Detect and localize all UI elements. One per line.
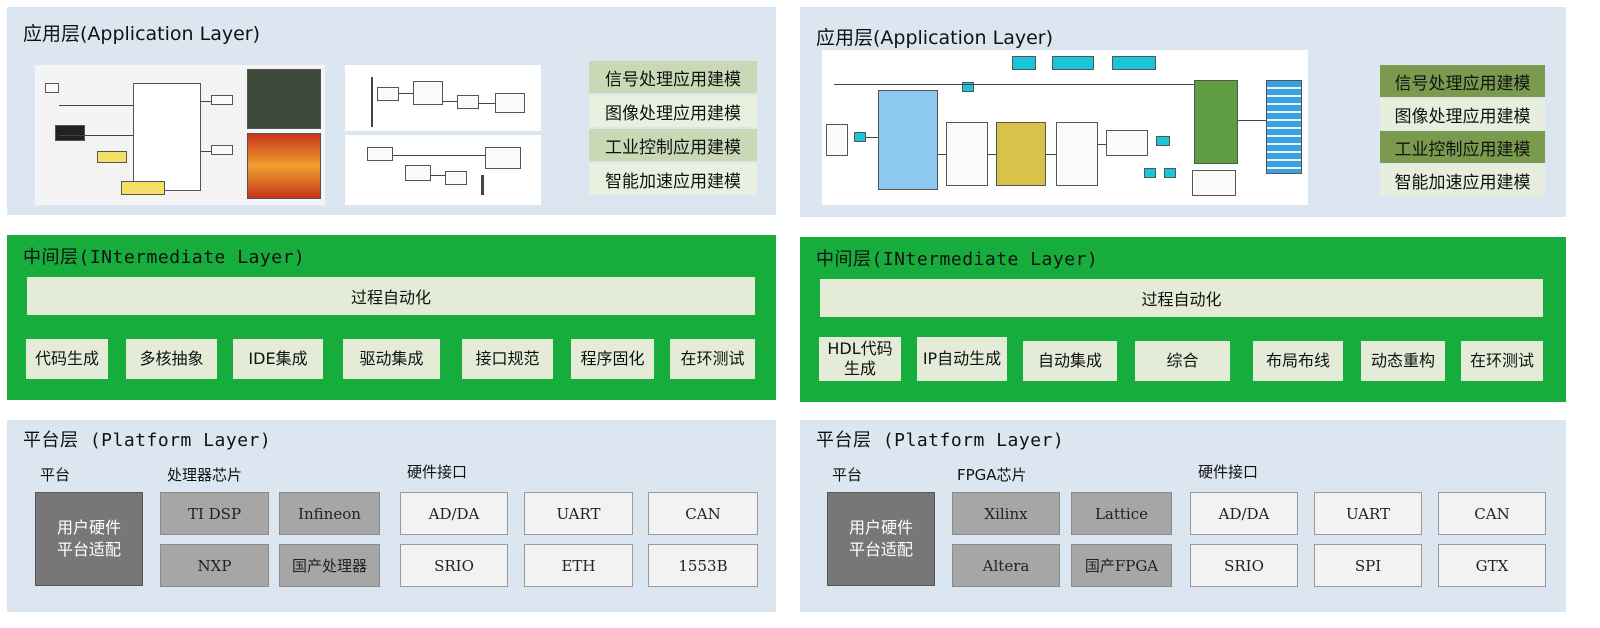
right-app-item-signal: 信号处理应用建模: [1380, 65, 1545, 97]
right-user-hardware-adapter: 用户硬件平台适配: [827, 492, 935, 586]
left-app-item-signal: 信号处理应用建模: [589, 61, 757, 93]
left-user-hardware-adapter: 用户硬件平台适配: [35, 492, 143, 586]
left-app-item-image: 图像处理应用建模: [589, 95, 757, 127]
right-iface-uart: UART: [1314, 492, 1422, 535]
left-tool-codegen: 代码生成: [26, 339, 108, 379]
right-plat-title: 平台层 (Platform Layer): [816, 430, 1065, 451]
right-tool-auto-integration: 自动集成: [1023, 341, 1117, 381]
left-intermediate-layer: 中间层(INtermediate Layer) 过程自动化 代码生成 多核抽象 …: [7, 235, 776, 400]
left-tool-firmware: 程序固化: [571, 339, 654, 379]
left-chip-ti-dsp: TI DSP: [160, 492, 269, 535]
left-tool-ide: IDE集成: [233, 339, 323, 379]
left-simulink-screenshot-bottom: [345, 135, 541, 205]
left-label-platform: 平台: [40, 466, 71, 484]
right-tool-ip-autogen: IP自动生成: [917, 337, 1007, 381]
right-iface-srio: SRIO: [1190, 544, 1298, 587]
right-app-title: 应用层(Application Layer): [816, 27, 1053, 49]
right-tool-dynamic-reconfig: 动态重构: [1361, 341, 1445, 381]
left-iface-1553b: 1553B: [648, 544, 758, 587]
left-plat-title: 平台层 (Platform Layer): [23, 430, 272, 451]
left-chip-infineon: Infineon: [279, 492, 380, 535]
left-process-automation-bar: 过程自动化: [27, 277, 755, 315]
left-iface-adda: AD/DA: [400, 492, 508, 535]
left-iface-can: CAN: [648, 492, 758, 535]
left-chip-nxp: NXP: [160, 544, 269, 587]
left-tool-driver: 驱动集成: [343, 339, 440, 379]
left-tool-interface-spec: 接口规范: [462, 339, 553, 379]
left-app-item-ai: 智能加速应用建模: [589, 163, 757, 195]
left-simulink-screenshot-top: [345, 65, 541, 131]
right-tool-in-loop-test: 在环测试: [1461, 341, 1543, 381]
left-pattern-matching-screenshot: [35, 65, 325, 205]
left-label-chip: 处理器芯片: [167, 466, 243, 484]
left-iface-uart: UART: [524, 492, 633, 535]
right-iface-gtx: GTX: [1438, 544, 1546, 587]
right-chip-lattice: Lattice: [1071, 492, 1172, 535]
right-chip-xilinx: Xilinx: [952, 492, 1060, 535]
right-app-item-image: 图像处理应用建模: [1380, 98, 1545, 130]
left-app-item-industrial: 工业控制应用建模: [589, 129, 757, 161]
left-chip-domestic: 国产处理器: [279, 544, 380, 587]
right-process-automation-bar: 过程自动化: [820, 279, 1543, 317]
right-iface-spi: SPI: [1314, 544, 1422, 587]
left-iface-eth: ETH: [524, 544, 633, 587]
right-intermediate-layer: 中间层(INtermediate Layer) 过程自动化 HDL代码生成 IP…: [800, 237, 1566, 402]
left-mid-title: 中间层(INtermediate Layer): [23, 247, 306, 268]
right-tool-place-route: 布局布线: [1253, 341, 1343, 381]
right-tool-hdl-codegen: HDL代码生成: [819, 337, 901, 381]
right-iface-adda: AD/DA: [1190, 492, 1298, 535]
right-label-platform: 平台: [832, 466, 863, 484]
right-app-item-ai: 智能加速应用建模: [1380, 164, 1545, 196]
right-application-layer: 应用层(Application Layer) 信号处理应用建模 图像处理应用建模…: [800, 7, 1566, 217]
right-fpga-model-screenshot: [822, 50, 1308, 205]
left-app-title: 应用层(Application Layer): [23, 23, 260, 45]
right-platform-layer: 平台层 (Platform Layer) 平台 FPGA芯片 硬件接口 用户硬件…: [800, 420, 1566, 612]
right-mid-title: 中间层(INtermediate Layer): [816, 249, 1099, 270]
right-app-item-industrial: 工业控制应用建模: [1380, 131, 1545, 163]
left-tool-multicore: 多核抽象: [126, 339, 217, 379]
right-label-chip: FPGA芯片: [957, 466, 1027, 484]
right-iface-can: CAN: [1438, 492, 1546, 535]
right-tool-synthesis: 综合: [1135, 341, 1230, 381]
left-application-layer: 应用层(Application Layer) 信号处理应用建模: [7, 7, 776, 215]
right-label-iface: 硬件接口: [1198, 463, 1259, 481]
right-chip-domestic-fpga: 国产FPGA: [1071, 544, 1172, 587]
left-label-iface: 硬件接口: [407, 463, 468, 481]
left-tool-in-loop-test: 在环测试: [670, 339, 755, 379]
left-iface-srio: SRIO: [400, 544, 508, 587]
left-platform-layer: 平台层 (Platform Layer) 平台 处理器芯片 硬件接口 用户硬件平…: [7, 420, 776, 612]
right-chip-altera: Altera: [952, 544, 1060, 587]
